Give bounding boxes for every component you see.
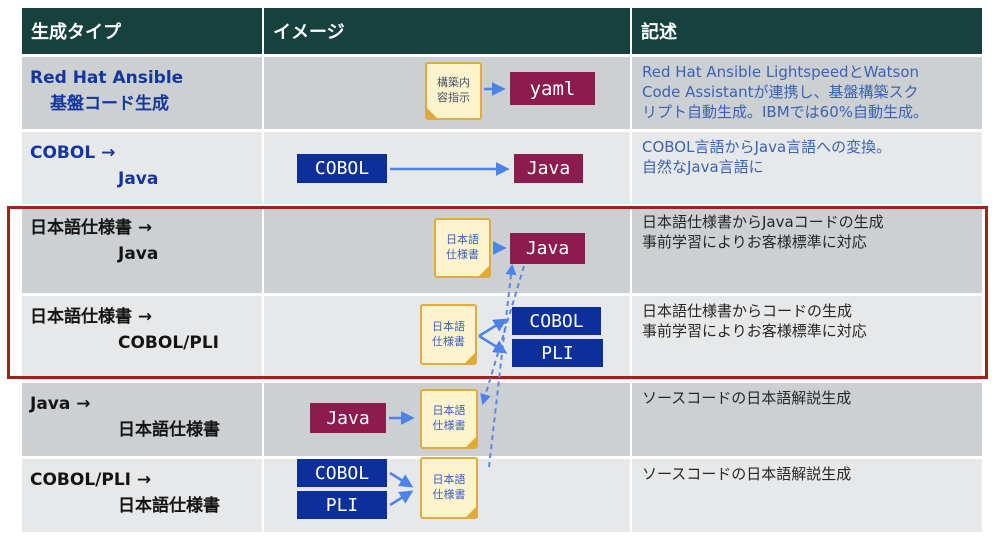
table-row-ansible: Red Hat Ansible 基盤コード生成 Red Hat Ansible … xyxy=(22,57,982,129)
desc-java-to-spec: ソースコードの日本語解説生成 xyxy=(632,383,982,456)
type-line1: COBOL → xyxy=(30,143,116,163)
type-line1: Java → xyxy=(30,394,91,414)
table-row-cobol-to-java: COBOL → Java COBOL言語からJava言語への変換。 自然なJav… xyxy=(22,132,982,204)
header-description: 記述 xyxy=(632,8,982,54)
table-row-java-to-spec: Java → 日本語仕様書 ソースコードの日本語解説生成 xyxy=(22,383,982,456)
type-java-to-spec: Java → 日本語仕様書 xyxy=(22,383,262,456)
desc-cobol-pli-to-spec: ソースコードの日本語解説生成 xyxy=(632,459,982,532)
cobol-generated-box: COBOL xyxy=(512,307,601,335)
sticky-note-japanese-spec: 日本語 仕様書 xyxy=(420,389,478,449)
java-output-box: Java xyxy=(514,154,583,183)
desc-cobol-to-java: COBOL言語からJava言語への変換。 自然なJava言語に xyxy=(632,132,982,204)
header-image: イメージ xyxy=(264,8,630,54)
java-generated-box: Java xyxy=(510,233,585,264)
java-source-box: Java xyxy=(310,403,386,433)
sticky-note-build-instructions: 構築内 容指示 xyxy=(425,62,482,120)
type-line1: 日本語仕様書 → xyxy=(30,218,153,238)
sticky-note-japanese-spec: 日本語 仕様書 xyxy=(420,457,478,519)
cobol-source-box: COBOL xyxy=(297,154,387,183)
header-generation-type: 生成タイプ xyxy=(22,8,262,54)
type-line1: COBOL/PLI → xyxy=(30,470,152,490)
desc-spec-to-java: 日本語仕様書からJavaコードの生成 事前学習によりお客様標準に対応 xyxy=(632,207,982,293)
type-line2: Java xyxy=(118,168,159,189)
type-line2: 日本語仕様書 xyxy=(118,495,220,516)
table-header-row: 生成タイプ イメージ 記述 xyxy=(22,8,982,54)
desc-spec-to-cobol-pli: 日本語仕様書からコードの生成 事前学習によりお客様標準に対応 xyxy=(632,296,982,380)
sticky-note-japanese-spec: 日本語 仕様書 xyxy=(434,218,491,278)
type-spec-to-cobol-pli: 日本語仕様書 → COBOL/PLI xyxy=(22,296,262,380)
type-ansible: Red Hat Ansible 基盤コード生成 xyxy=(22,57,262,129)
pli-generated-box: PLI xyxy=(512,339,603,367)
type-line2: 基盤コード生成 xyxy=(50,93,169,114)
type-cobol-to-java: COBOL → Java xyxy=(22,132,262,204)
type-cobol-pli-to-spec: COBOL/PLI → 日本語仕様書 xyxy=(22,459,262,532)
desc-ansible: Red Hat Ansible LightspeedとWatson Code A… xyxy=(632,57,982,129)
pli-source-box: PLI xyxy=(297,491,387,519)
type-line2: Java xyxy=(118,243,159,264)
type-line1: Red Hat Ansible xyxy=(30,68,184,88)
cobol-source-box: COBOL xyxy=(297,459,387,487)
sticky-note-japanese-spec: 日本語 仕様書 xyxy=(420,304,477,365)
type-line2: COBOL/PLI xyxy=(118,332,219,353)
table-row-cobol-pli-to-spec: COBOL/PLI → 日本語仕様書 ソースコードの日本語解説生成 xyxy=(22,459,982,532)
type-line1: 日本語仕様書 → xyxy=(30,307,153,327)
highlight-rectangle xyxy=(7,206,988,379)
type-spec-to-java: 日本語仕様書 → Java xyxy=(22,207,262,293)
type-line2: 日本語仕様書 xyxy=(118,419,220,440)
yaml-box: yaml xyxy=(510,72,595,105)
